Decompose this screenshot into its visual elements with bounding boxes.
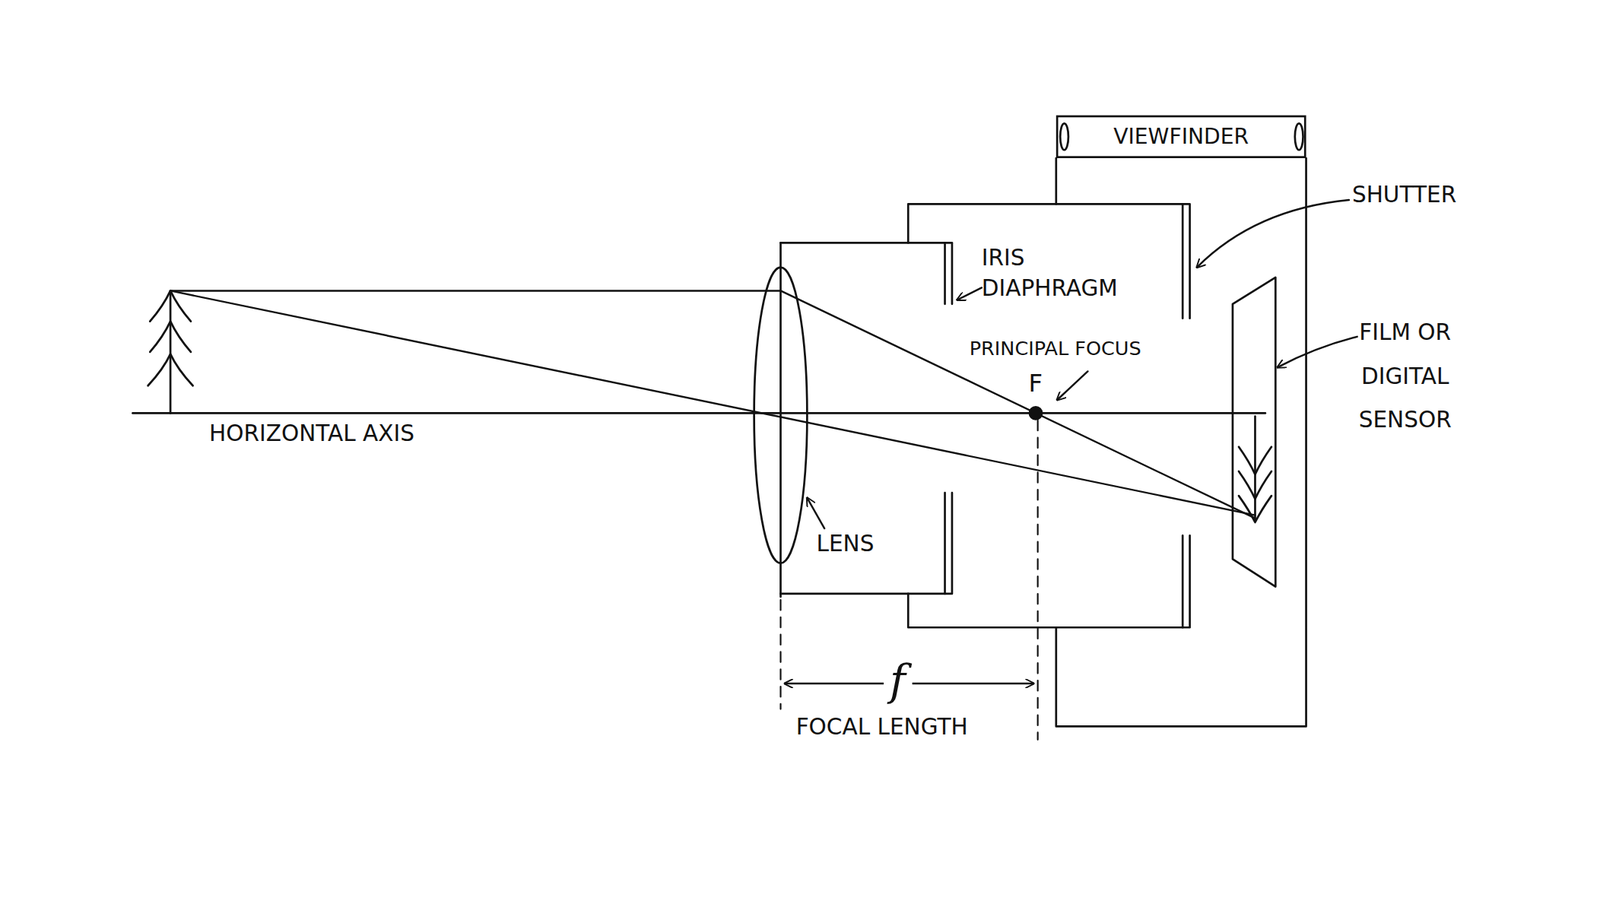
camera-housing (907, 203, 1189, 628)
object-tree (148, 290, 194, 413)
film-sensor (1232, 277, 1276, 588)
leader-lines (806, 200, 1357, 529)
focal-guides (780, 420, 1039, 740)
horizontal-axis (132, 412, 1265, 415)
shutter (1182, 203, 1190, 628)
part-label: IRIS DIAPHRAGM (981, 242, 1118, 304)
camera-body (1056, 123, 1307, 727)
image-tree (1238, 415, 1272, 523)
point-label: F (1028, 369, 1044, 400)
dimension-label: FOCAL LENGTH (796, 714, 969, 741)
dimension-symbol: f (883, 654, 912, 707)
iris-diaphragm (945, 242, 953, 594)
focus-point (1029, 406, 1042, 420)
viewfinder-box: VIEWFINDER (1056, 115, 1307, 159)
lens (754, 242, 808, 597)
part-label: VIEWFINDER (1113, 124, 1249, 150)
axis-label: HORIZONTAL AXIS (209, 420, 415, 448)
part-label: PRINCIPAL FOCUS (969, 336, 1142, 361)
lens-barrel (780, 242, 952, 594)
part-label: SHUTTER (1352, 181, 1457, 209)
part-label: LENS (815, 530, 874, 558)
part-label: FILM OR DIGITAL SENSOR (1358, 311, 1452, 443)
light-rays (170, 290, 1255, 518)
